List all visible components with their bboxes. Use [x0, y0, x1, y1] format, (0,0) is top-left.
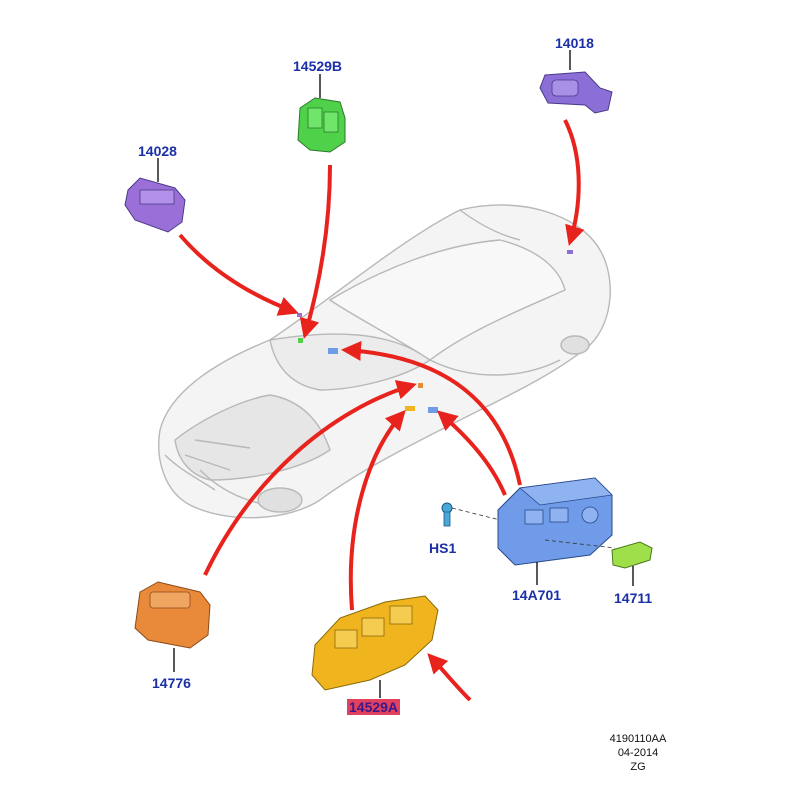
reference-date: 04-2014 [617, 747, 659, 759]
arrow-14028 [178, 233, 299, 316]
arrow-14529B [299, 164, 332, 339]
part-HS1-screw[interactable] [441, 502, 501, 527]
reference-code: 4190110AA [609, 733, 667, 745]
part-14711-bezel[interactable] [611, 541, 653, 569]
part-14A701-module[interactable] [497, 477, 616, 566]
arrow-14A701-lower [436, 410, 507, 496]
part-14529A-switch[interactable] [311, 595, 439, 691]
part-14529B-switch[interactable] [297, 97, 346, 153]
arrow-14776 [203, 380, 417, 576]
label-14028: 14028 [138, 143, 177, 159]
label-14529B: 14529B [293, 58, 343, 74]
label-14529A: 14529A [347, 699, 401, 715]
part-14018-switch[interactable] [539, 71, 613, 114]
arrow-14529A [348, 410, 406, 611]
label-14018: 14018 [555, 35, 594, 51]
label-14A701: 14A701 [512, 587, 562, 603]
label-14776: 14776 [152, 675, 191, 691]
reference-block: 4190110AA 04-2014 ZG [600, 732, 676, 774]
arrow-14018 [563, 119, 585, 246]
part-14028-switch[interactable] [124, 177, 186, 233]
label-14711: 14711 [614, 590, 653, 606]
car-markers [297, 250, 573, 413]
label-HS1: HS1 [429, 540, 457, 556]
car-body [158, 204, 611, 519]
arrow-14A701-upper [341, 340, 522, 486]
arrow-14529A-side [427, 653, 472, 702]
pointer-arrows [178, 119, 585, 702]
reference-initials: ZG [630, 761, 646, 773]
part-14776-switch[interactable] [134, 581, 211, 649]
